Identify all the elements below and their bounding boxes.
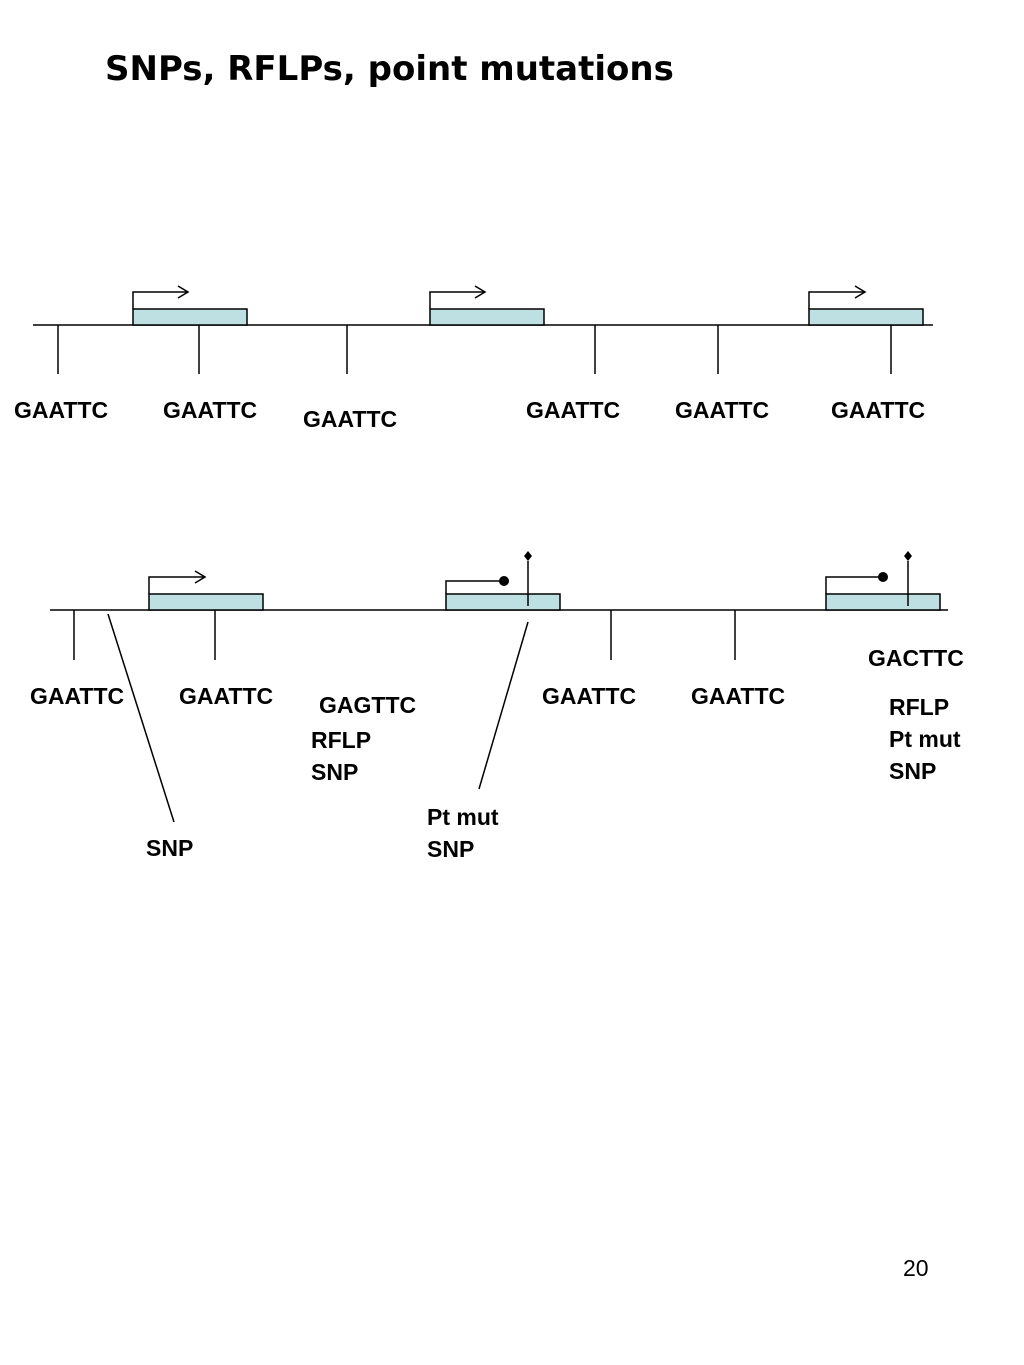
pt-mut-note-2: SNP bbox=[427, 836, 474, 862]
bottom-blocked-promoter-2 bbox=[445, 576, 509, 594]
diamond-icon bbox=[904, 551, 912, 561]
top-gene-2 bbox=[429, 308, 545, 326]
right-variant-note-snp: SNP bbox=[889, 758, 936, 784]
top-site-label-6: GAATTC bbox=[831, 397, 925, 423]
promoter-block-dot-icon bbox=[878, 572, 888, 582]
right-variant-note-ptmut: Pt mut bbox=[889, 726, 961, 752]
page-number: 20 bbox=[903, 1255, 929, 1281]
top-site-label-3: GAATTC bbox=[303, 406, 397, 432]
mutation-marker-gene-2 bbox=[524, 551, 532, 606]
mutation-marker-gene-3 bbox=[904, 551, 912, 606]
bottom-gene-3 bbox=[825, 593, 941, 611]
variant-site-note-rflp: RFLP bbox=[311, 727, 371, 753]
bottom-site-label-3: GAATTC bbox=[542, 683, 636, 709]
bottom-chromosome: GAATTC GAATTC GAATTC GAATTC GAGTTC RFLP … bbox=[30, 551, 964, 862]
top-promoter-arrow-2 bbox=[429, 285, 487, 309]
pt-mut-note-1: Pt mut bbox=[427, 804, 499, 830]
bottom-gene-1 bbox=[148, 593, 264, 611]
bottom-site-label-2: GAATTC bbox=[179, 683, 273, 709]
pt-mut-pointer-line bbox=[478, 621, 529, 790]
diamond-icon bbox=[524, 551, 532, 561]
top-site-label-5: GAATTC bbox=[675, 397, 769, 423]
top-promoter-arrow-3 bbox=[808, 285, 867, 309]
bottom-promoter-arrow-1 bbox=[148, 570, 207, 594]
bottom-site-label-1: GAATTC bbox=[30, 683, 124, 709]
snp-marker-label: SNP bbox=[146, 835, 193, 861]
variant-site-sequence: GAGTTC bbox=[319, 692, 416, 718]
snp-pointer-line bbox=[107, 613, 175, 823]
slide-title: SNPs, RFLPs, point mutations bbox=[105, 49, 674, 89]
right-variant-sequence: GACTTC bbox=[868, 645, 964, 671]
bottom-blocked-promoter-3 bbox=[825, 572, 888, 594]
top-gene-3 bbox=[808, 308, 924, 326]
promoter-block-dot-icon bbox=[499, 576, 509, 586]
right-variant-note-rflp: RFLP bbox=[889, 694, 949, 720]
top-promoter-arrow-1 bbox=[132, 285, 190, 309]
top-site-label-4: GAATTC bbox=[526, 397, 620, 423]
top-site-label-2: GAATTC bbox=[163, 397, 257, 423]
top-chromosome: GAATTC GAATTC GAATTC GAATTC GAATTC GAATT… bbox=[14, 285, 933, 432]
variant-site-note-snp: SNP bbox=[311, 759, 358, 785]
top-gene-1 bbox=[132, 308, 248, 326]
bottom-gene-2 bbox=[445, 593, 561, 611]
bottom-site-label-4: GAATTC bbox=[691, 683, 785, 709]
top-site-label-1: GAATTC bbox=[14, 397, 108, 423]
